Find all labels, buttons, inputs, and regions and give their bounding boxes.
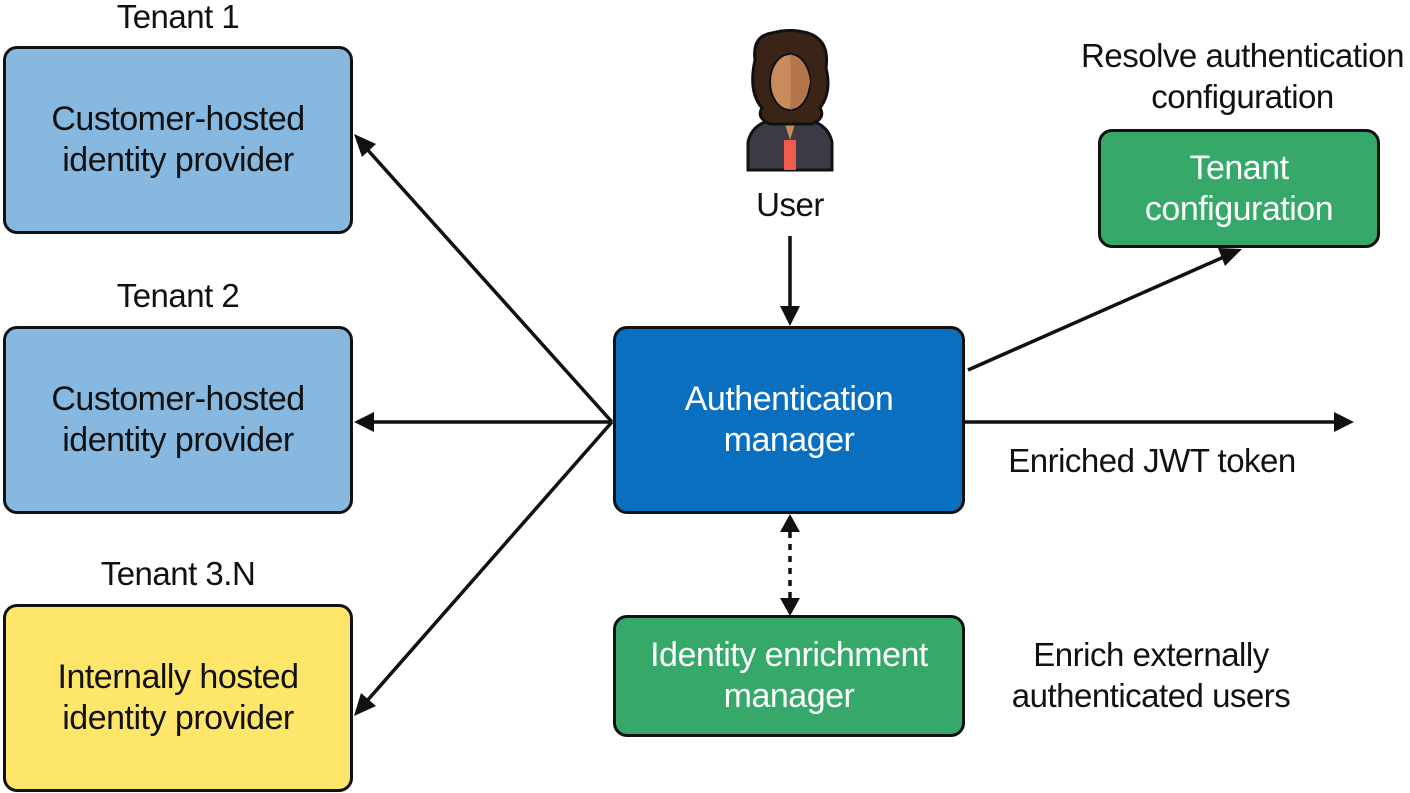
authentication-manager: Authentication manager <box>613 326 965 514</box>
tenant-2-box-label: Customer-hosted identity provider <box>51 380 305 459</box>
arrowhead-dotted-up <box>780 514 800 532</box>
tenant-configuration: Tenant configuration <box>1098 129 1380 248</box>
tenant-1-title: Tenant 1 <box>116 0 240 35</box>
arrowhead-tenant-3 <box>354 693 376 716</box>
enrich-users-caption: Enrich externally authenticated users <box>1011 636 1291 714</box>
tenant-3n-box-label: Internally hosted identity provider <box>57 658 300 737</box>
identity-enrichment-manager-label: Identity enrichment manager <box>650 636 928 715</box>
tenant-2-title: Tenant 2 <box>116 277 240 314</box>
arrowhead-output <box>1334 412 1354 432</box>
tenant-3n-identity-provider: Internally hosted identity provider <box>3 604 353 792</box>
arrowhead-tenant-config <box>1218 248 1242 266</box>
tenant-configuration-label: Tenant configuration <box>1144 148 1334 228</box>
enriched-jwt-token-label: Enriched JWT token <box>1008 442 1296 479</box>
identity-enrichment-manager: Identity enrichment manager <box>613 615 965 737</box>
user-avatar-icon <box>746 29 834 172</box>
tenant-3n-title: Tenant 3.N <box>100 555 256 592</box>
authentication-manager-label: Authentication manager <box>684 380 894 459</box>
arrow-to-tenant-config <box>967 254 1227 372</box>
tenant-1-box-label: Customer-hosted identity provider <box>51 100 305 179</box>
tenant-1-identity-provider: Customer-hosted identity provider <box>3 46 353 234</box>
arrowhead-tenant-1 <box>354 134 376 157</box>
user-label: User <box>756 186 824 223</box>
arrowhead-auth-manager <box>780 306 800 326</box>
arrowhead-tenant-2 <box>354 412 374 432</box>
arrow-to-tenant-1 <box>364 146 614 424</box>
tenant-2-identity-provider: Customer-hosted identity provider <box>3 326 353 514</box>
arrowhead-dotted-down <box>780 598 800 616</box>
resolve-config-caption: Resolve authentication configuration <box>1081 37 1404 115</box>
arrow-to-tenant-3 <box>364 420 614 704</box>
